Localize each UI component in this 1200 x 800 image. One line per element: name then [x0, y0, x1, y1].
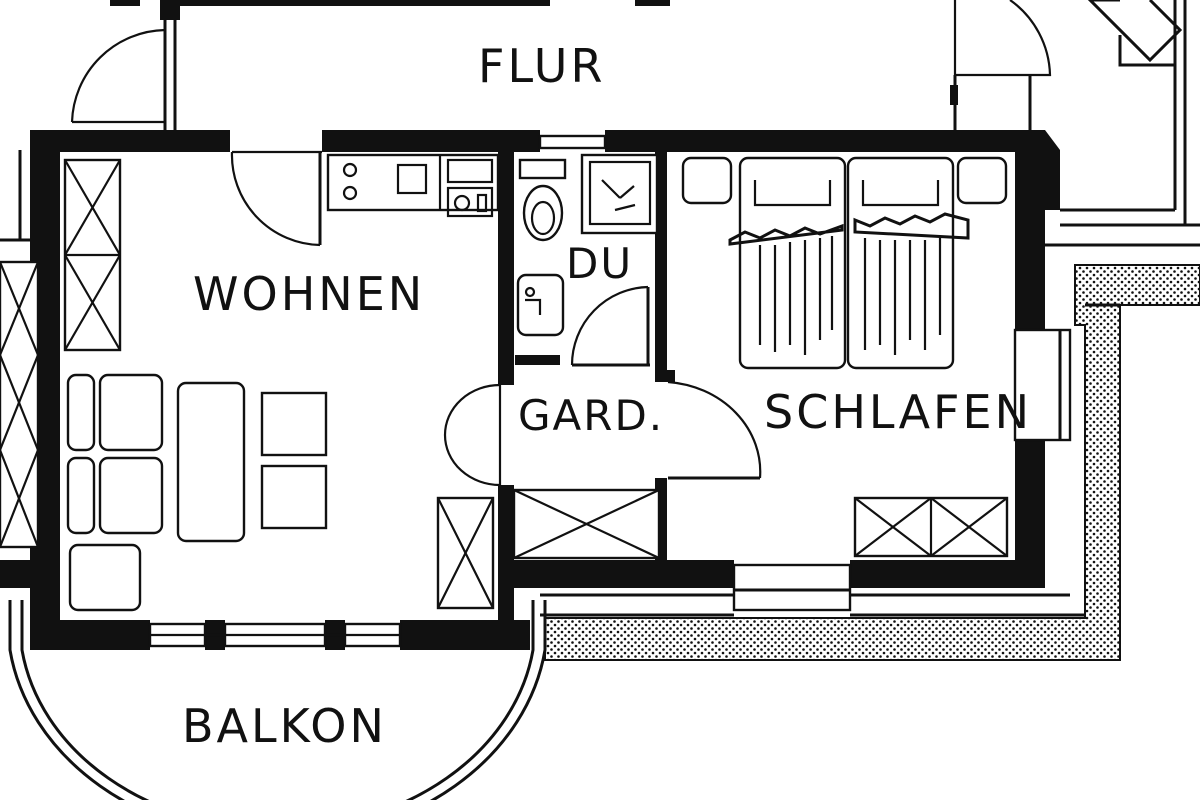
flur-door-swing — [70, 28, 166, 123]
gard-door-swing-right — [667, 380, 762, 479]
sofa-seat — [98, 373, 164, 452]
label-flur: FLUR — [478, 39, 605, 93]
flur-area: FLUR — [70, 0, 1200, 247]
armchair — [260, 391, 328, 457]
bath-window — [538, 134, 607, 150]
toilet-tank — [518, 158, 567, 180]
balkon-area: BALKON — [8, 600, 547, 800]
gard-door-swing-left — [443, 383, 501, 487]
flur-door-swing-right — [953, 0, 1052, 77]
left-exterior — [0, 150, 40, 588]
duvet-left — [728, 223, 844, 246]
label-garderobe: GARD. — [518, 391, 664, 440]
coffee-table — [176, 381, 246, 543]
label-wohnen: WOHNEN — [193, 267, 425, 321]
wohnen-door-swing — [230, 151, 321, 247]
sofa-arm — [66, 373, 96, 452]
bed-right — [846, 156, 955, 370]
du-room: DU — [516, 153, 659, 367]
terrace-hatch — [544, 264, 1200, 661]
label-schlafen: SCHLAFEN — [764, 385, 1032, 439]
du-door-swing — [570, 285, 649, 366]
duvet-right — [853, 212, 970, 240]
wohnen-windows — [148, 622, 402, 648]
nightstand-right — [956, 156, 1008, 205]
label-balkon: BALKON — [182, 699, 387, 753]
wohnen-room: WOHNEN — [63, 150, 500, 612]
schlafen-bottom-window — [540, 563, 1085, 617]
toilet-bowl — [522, 184, 564, 242]
schlafen-window — [1013, 328, 1072, 442]
schlafen-room: SCHLAFEN — [681, 156, 1032, 558]
bed-left — [738, 156, 847, 370]
nightstand-left — [681, 156, 733, 205]
label-du: DU — [566, 239, 633, 288]
shower — [580, 153, 659, 235]
garderobe-room: GARD. — [443, 380, 762, 560]
